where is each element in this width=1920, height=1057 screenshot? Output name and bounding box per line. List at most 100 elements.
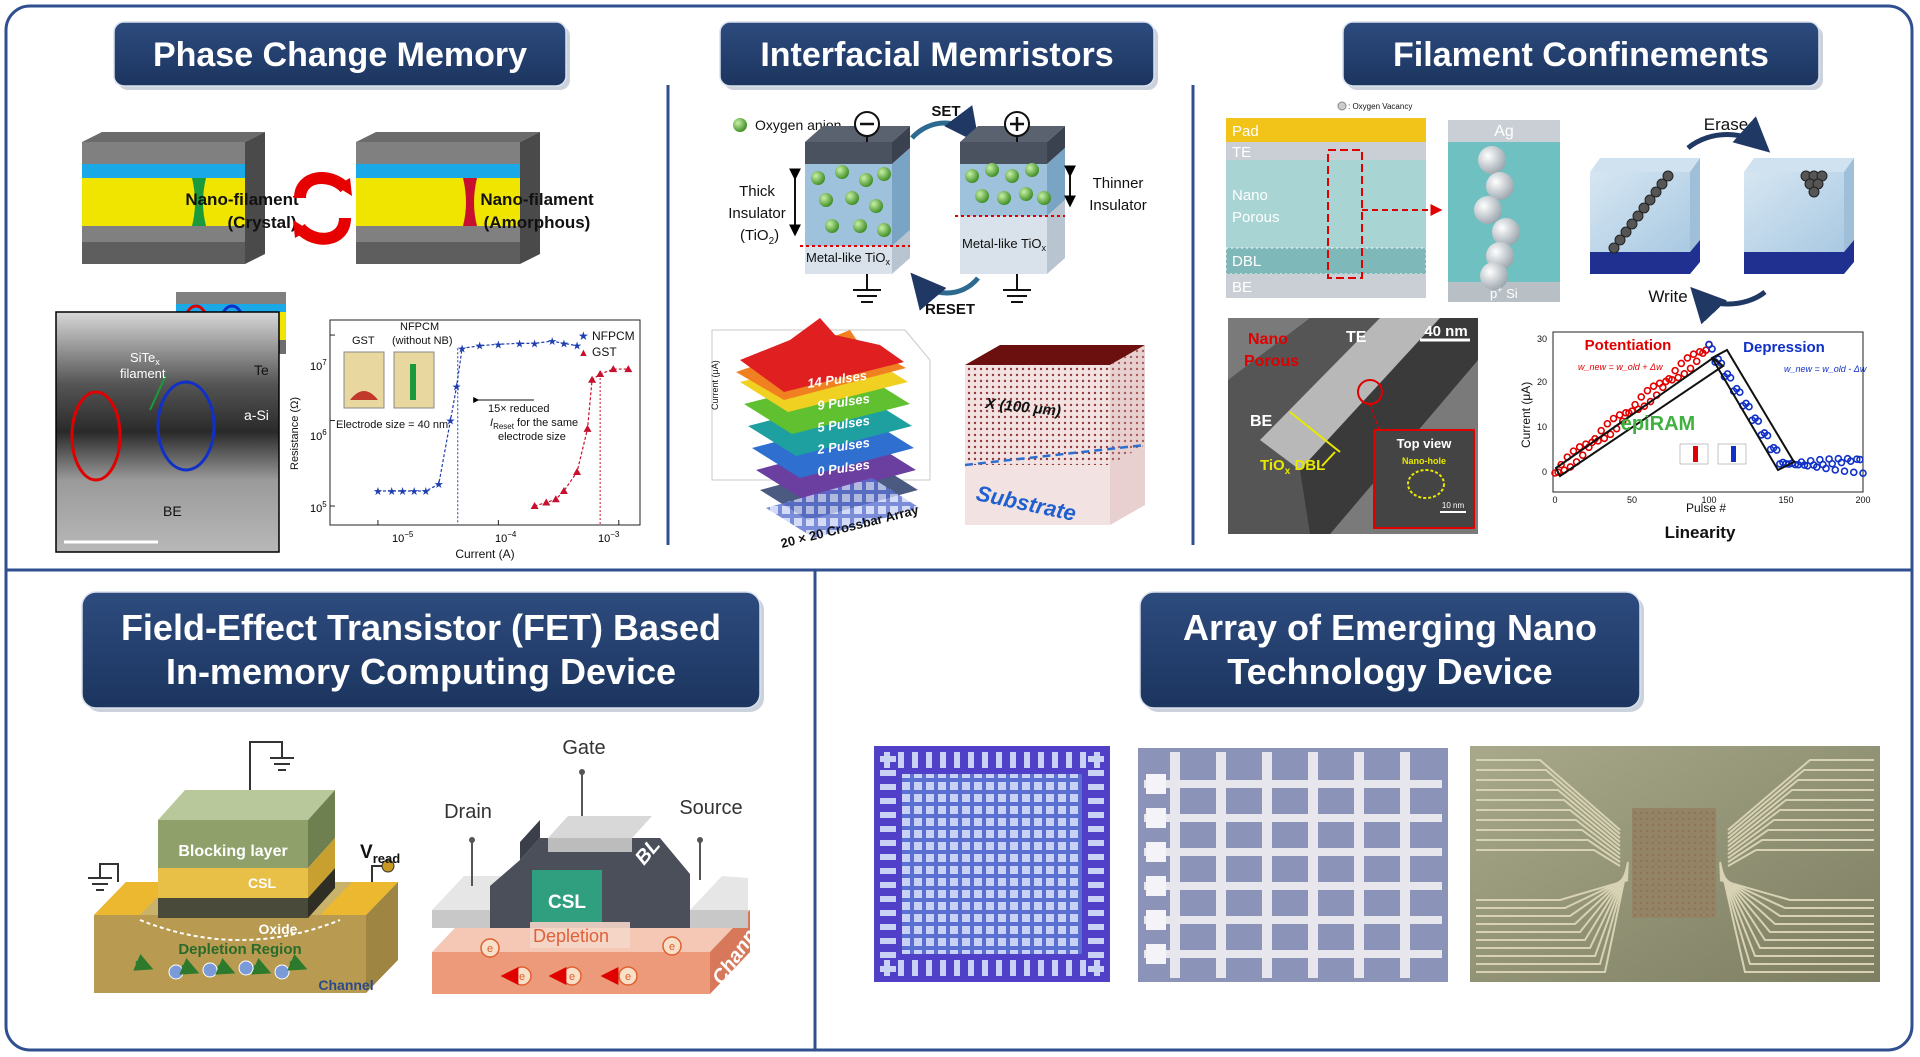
pcm-chart-xtick-exp3: −3: [610, 530, 620, 539]
filament-atom-left-5: [1638, 202, 1650, 214]
crossbar-pad-3: [1146, 876, 1166, 896]
chip-pad-right-11: [1088, 910, 1104, 916]
epiram-ytick-2: 20: [1537, 377, 1547, 387]
chip-pad-top-5: [954, 752, 960, 768]
oxygen-anion-ball-4: [819, 193, 833, 207]
epiram-linearity: Linearity: [1665, 523, 1736, 542]
tem-scale2: 10 nm: [1442, 501, 1465, 510]
pcm-chart-ticks: [330, 334, 620, 525]
filament-atom-left-8: [1656, 178, 1668, 190]
pcm-point-nfpcm-6: ★: [445, 416, 455, 428]
chip-pad-right-3: [1088, 798, 1104, 804]
te-label: TE: [1232, 144, 1251, 161]
pcm-chart-ytick-1e7: 10: [310, 361, 322, 373]
fet-electron-right-label-1: e: [669, 941, 675, 953]
pcm-point-gst-2: [551, 495, 560, 503]
epiram-dep-point-126: [1745, 402, 1753, 411]
pcm-chart-labels: Resistance (Ω) Current (A) 105 106 107 1…: [289, 321, 635, 561]
chip-pad-top-10: [1024, 752, 1030, 768]
epiram-dep-point-144: [1772, 446, 1781, 454]
die-trace-lower-left-9: [1476, 861, 1629, 973]
svg-text:TiOx DBL: TiOx DBL: [1260, 457, 1325, 477]
tem-te: TE: [1346, 329, 1367, 346]
epiram-pot-point-62: [1646, 397, 1655, 406]
epiram-ytick-1: 10: [1537, 422, 1547, 432]
filament-atom-left-9: [1662, 170, 1674, 182]
array-crossbar-photo: [1138, 748, 1448, 982]
epiram-dep-point-176: [1822, 464, 1830, 473]
ag-ball-0: [1478, 146, 1506, 174]
ag-ball-3: [1492, 218, 1520, 246]
crossbar-col-0: [1170, 752, 1180, 978]
pcm-chart: ★★★★★★★★★★★★★★★★ Resistance (Ω) Current …: [289, 319, 641, 561]
metal-like-left: Metal-like TiO: [806, 250, 885, 265]
pulse-label-3: 2 Pulses: [815, 435, 870, 457]
crossbar-row-4: [1144, 916, 1442, 924]
crossbar-pad-2: [1146, 842, 1166, 862]
oxygen-anion-ball-10: [965, 169, 979, 183]
pcm-point-nfpcm-14: ★: [559, 338, 569, 350]
svg-text:107: 107: [310, 358, 327, 373]
pcm-inset-gst: GST: [352, 335, 375, 347]
chip-pad-left-1: [880, 770, 896, 776]
die-trace-left-5: [1476, 809, 1621, 851]
chip-pad-right-14: [1088, 952, 1104, 958]
pcm-point-gst-1: [542, 498, 551, 506]
chip-pad-top-8: [996, 752, 1002, 768]
epiram-pot-point-70: [1659, 383, 1667, 392]
epiram-xtick-0: 0: [1552, 495, 1557, 505]
fet-electron-right-label-2: e: [519, 971, 525, 983]
pcm-legend-star: ★: [578, 329, 589, 343]
pcm-point-nfpcm-5: ★: [434, 479, 444, 491]
oxygen-anion-ball-8: [853, 219, 867, 233]
epiram-dep-point-114: [1726, 373, 1735, 382]
oxygen-anion-ball-15: [997, 191, 1011, 205]
pcm-point-gst-4: [573, 468, 582, 476]
die-trace-lower-left-7: [1476, 865, 1629, 957]
pcm-chart-ylabel: Resistance (Ω): [289, 397, 301, 470]
fet-flow-arrow-4: [287, 954, 308, 971]
chip-blue-pads: [880, 752, 1104, 976]
chip-pad-left-15: [880, 966, 896, 972]
pcm-inset-nfpcm-filament: [410, 364, 416, 400]
reset-label: RESET: [925, 301, 975, 318]
chip-pad-top-15: [1094, 752, 1100, 768]
crossbar-pad-5: [1146, 944, 1166, 964]
epiram-dep-point-188: [1840, 467, 1849, 476]
crossbar-col-5: [1400, 752, 1410, 978]
epiram-pot-point-4: [1557, 460, 1565, 469]
pcm-chart-ytick-exp6: 6: [322, 428, 327, 437]
epiram-pot-point-12: [1569, 447, 1578, 455]
pcm-point-gst-3: [559, 486, 568, 494]
svg-text:Metal-like TiOx: Metal-like TiOx: [962, 236, 1046, 253]
nano-label: Nano: [1232, 187, 1268, 204]
die-trace-left-9: [1476, 849, 1621, 867]
filament-atom-left-4: [1632, 210, 1644, 222]
pcm-point-gst-6: [588, 375, 597, 383]
pcm-layer-stack-right: Nano-filament (Amorphous): [356, 132, 594, 264]
chip-pad-top-4: [940, 752, 946, 768]
epiram-ytick-3: 30: [1537, 334, 1547, 344]
filament-atom-left-0: [1608, 242, 1620, 254]
interfacial-anions: [811, 163, 1051, 237]
chip-pad-top-11: [1038, 752, 1044, 768]
die-trace-left-0: [1476, 759, 1621, 831]
crossbar-row-5: [1144, 950, 1442, 958]
filament-atom-right-5: [1808, 186, 1820, 198]
chip-pad-right-1: [1088, 770, 1104, 776]
fet-flow-arrow-3: [251, 958, 272, 975]
pcm-point-nfpcm-10: ★: [493, 339, 503, 351]
chip-pad-top-13: [1066, 752, 1072, 768]
chip-pad-bottom-9: [1010, 960, 1016, 976]
svg-text:SiTex: SiTex: [130, 350, 160, 367]
epiram-pot-point-16: [1575, 443, 1584, 451]
fet-flow-arrow-0: [133, 954, 154, 971]
pcm-chart-xtick-exp5: −5: [404, 530, 414, 539]
svg-text:(TiO2): (TiO2): [740, 227, 779, 247]
crossbar-pad-0: [1146, 774, 1166, 794]
filament-atom-left-6: [1644, 194, 1656, 206]
svg-text:106: 106: [310, 428, 327, 443]
pulse-label-2: 5 Pulses: [816, 413, 870, 435]
